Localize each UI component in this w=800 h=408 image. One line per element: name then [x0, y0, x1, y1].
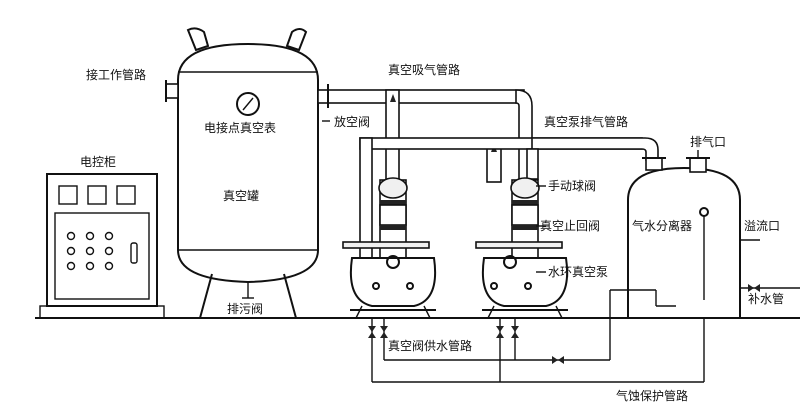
label-control-cabinet: 电控柜 — [80, 155, 116, 169]
label-manual-ball-valve: 手动球阀 — [548, 179, 596, 193]
water-ring-pump-2 — [475, 177, 568, 319]
vacuum-intake-pipe — [317, 84, 533, 183]
water-ring-pump-1 — [342, 177, 436, 319]
label-work-pipe: 接工作管路 — [86, 67, 146, 82]
label-pump-exhaust-pipe: 真空泵排气管路 — [544, 114, 628, 129]
vacuum-tank — [165, 27, 319, 319]
cabinet-buttons — [66, 231, 114, 271]
control-cabinet — [39, 173, 165, 319]
label-exhaust-port: 排气口 — [690, 134, 726, 149]
label-vacuum-valve-supply-pipe: 真空阀供水管路 — [388, 338, 472, 353]
label-drain-valve: 排污阀 — [227, 302, 263, 316]
label-water-ring-pump: 水环真空泵 — [548, 265, 608, 279]
label-vent-valve: 放空阀 — [334, 114, 370, 129]
label-vacuum-intake-pipe: 真空吸气管路 — [388, 62, 460, 77]
label-gas-water-separator: 气水分离器 — [632, 218, 692, 233]
label-makeup-water-pipe: 补水管 — [748, 291, 784, 306]
label-vacuum-check-valve: 真空止回阀 — [540, 219, 600, 233]
gas-water-separator — [627, 150, 800, 319]
label-contact-vacuum-gauge: 电接点真空表 — [204, 120, 276, 135]
label-cavitation-protection-pipe: 气蚀保护管路 — [616, 388, 688, 403]
label-overflow-port: 溢流口 — [744, 219, 780, 233]
supply-pipes — [368, 289, 705, 383]
label-vacuum-tank: 真空罐 — [223, 189, 259, 203]
gauge-icon — [236, 92, 260, 116]
cabinet-handle — [130, 242, 138, 264]
